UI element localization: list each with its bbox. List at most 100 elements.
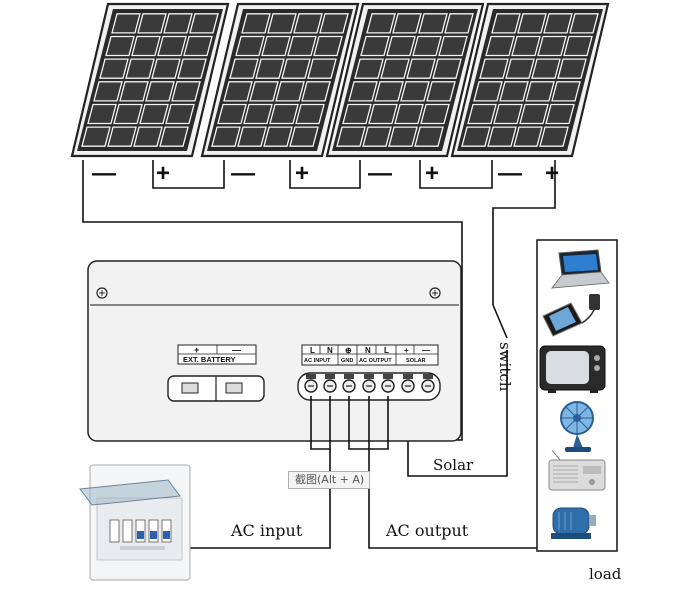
solar-cell (374, 81, 404, 102)
solar-panel-icon (325, 2, 485, 158)
solar-cell (479, 58, 509, 79)
solar-cell (267, 13, 297, 34)
solar-cell (354, 58, 384, 79)
terminal-screw (304, 374, 318, 393)
solar-cell (289, 126, 319, 147)
panel-4-pos-label: + (545, 160, 559, 187)
group-gnd: GND (341, 358, 353, 364)
solar-cell (165, 103, 195, 125)
solar-cell (487, 126, 517, 147)
solar-cell (493, 103, 523, 125)
screw-icon (96, 287, 108, 299)
solar-cell (111, 13, 141, 34)
solar-cell (223, 81, 253, 102)
terminal-letter-solar-minus: — (422, 346, 430, 355)
solar-cell (400, 81, 430, 102)
solar-cell (151, 58, 181, 79)
solar-cell (157, 35, 187, 57)
solar-cell (81, 126, 111, 147)
solar-cell (342, 103, 372, 125)
tv-icon (539, 345, 606, 393)
panel-2-neg-label: — (231, 160, 255, 187)
solar-cell (235, 35, 265, 57)
solar-cell (368, 103, 398, 125)
solar-label: Solar (433, 456, 474, 474)
panel-1-neg-label: — (92, 160, 116, 187)
terminal-screw (362, 374, 376, 393)
solar-panel-icon (200, 2, 360, 158)
solar-cell (159, 126, 189, 147)
solar-cell (105, 35, 135, 57)
terminal-letter-ac-in-n: N (327, 346, 333, 355)
solar-cell (531, 58, 561, 79)
solar-cell (301, 81, 331, 102)
ext-battery-plus: + (194, 345, 199, 355)
solar-cell (113, 103, 143, 125)
solar-cell (412, 35, 442, 57)
ac-input-label: AC input (230, 521, 303, 540)
solar-panel-array (70, 2, 610, 158)
panel-1-pos-label: + (156, 160, 170, 187)
inverter-box: + — EXT. BATTERY L N ⊕ N L + — AC I (87, 260, 462, 442)
terminal-letter-gnd: ⊕ (345, 346, 352, 355)
switch-label: switch (496, 342, 514, 392)
panel-terminals: — + — + — + — + (92, 160, 559, 187)
load-box (536, 239, 618, 552)
solar-cell (171, 81, 201, 102)
solar-cell (432, 58, 462, 79)
solar-cell (388, 126, 418, 147)
solar-cell (569, 13, 599, 34)
solar-cell (539, 126, 569, 147)
panel-4-neg-label: — (498, 160, 522, 187)
solar-cell (563, 35, 593, 57)
solar-cell (211, 126, 241, 147)
solar-cell (137, 13, 167, 34)
solar-cell (255, 58, 285, 79)
terminal-screw (323, 374, 337, 393)
ac-output-loop (369, 396, 389, 450)
solar-cell (189, 13, 219, 34)
solar-cell (87, 103, 117, 125)
solar-cell (139, 103, 169, 125)
solar-cell (269, 103, 299, 125)
solar-cell (362, 126, 392, 147)
solar-cell (473, 81, 503, 102)
solar-cell (295, 103, 325, 125)
solar-cell (293, 13, 323, 34)
laptop-icon (551, 249, 610, 289)
solar-cell (93, 81, 123, 102)
solar-cell (336, 126, 366, 147)
solar-panel-icon (70, 2, 230, 158)
solar-cell (163, 13, 193, 34)
panel-2-pos-label: + (295, 160, 309, 187)
solar-cell (145, 81, 175, 102)
phone-charger-icon (542, 294, 600, 337)
motor-icon (551, 507, 596, 539)
solar-cell (511, 35, 541, 57)
load-label: load (589, 565, 622, 583)
solar-cell (261, 35, 291, 57)
terminal-letter-ac-out-n: N (365, 346, 371, 355)
terminal-letter-solar-plus: + (404, 346, 409, 355)
ac-input-loop (310, 396, 331, 450)
group-ac-input: AC INPUT (304, 358, 331, 364)
solar-cell (366, 13, 396, 34)
solar-cell (543, 13, 573, 34)
solar-cell (249, 81, 279, 102)
radio-icon (548, 449, 606, 491)
solar-cell (392, 13, 422, 34)
solar-cell (414, 126, 444, 147)
screenshot-tooltip: 截图(Alt + A) (288, 471, 370, 489)
solar-cell (133, 126, 163, 147)
solar-cell (119, 81, 149, 102)
switch-blade (492, 304, 508, 339)
solar-cell (394, 103, 424, 125)
solar-cell (557, 58, 587, 79)
solar-cell (517, 13, 547, 34)
terminal-letter-ac-in-l: L (310, 346, 315, 355)
solar-cell (551, 81, 581, 102)
panel-3-pos-label: + (425, 160, 439, 187)
solar-cell (467, 103, 497, 125)
terminal-screw (421, 374, 435, 393)
